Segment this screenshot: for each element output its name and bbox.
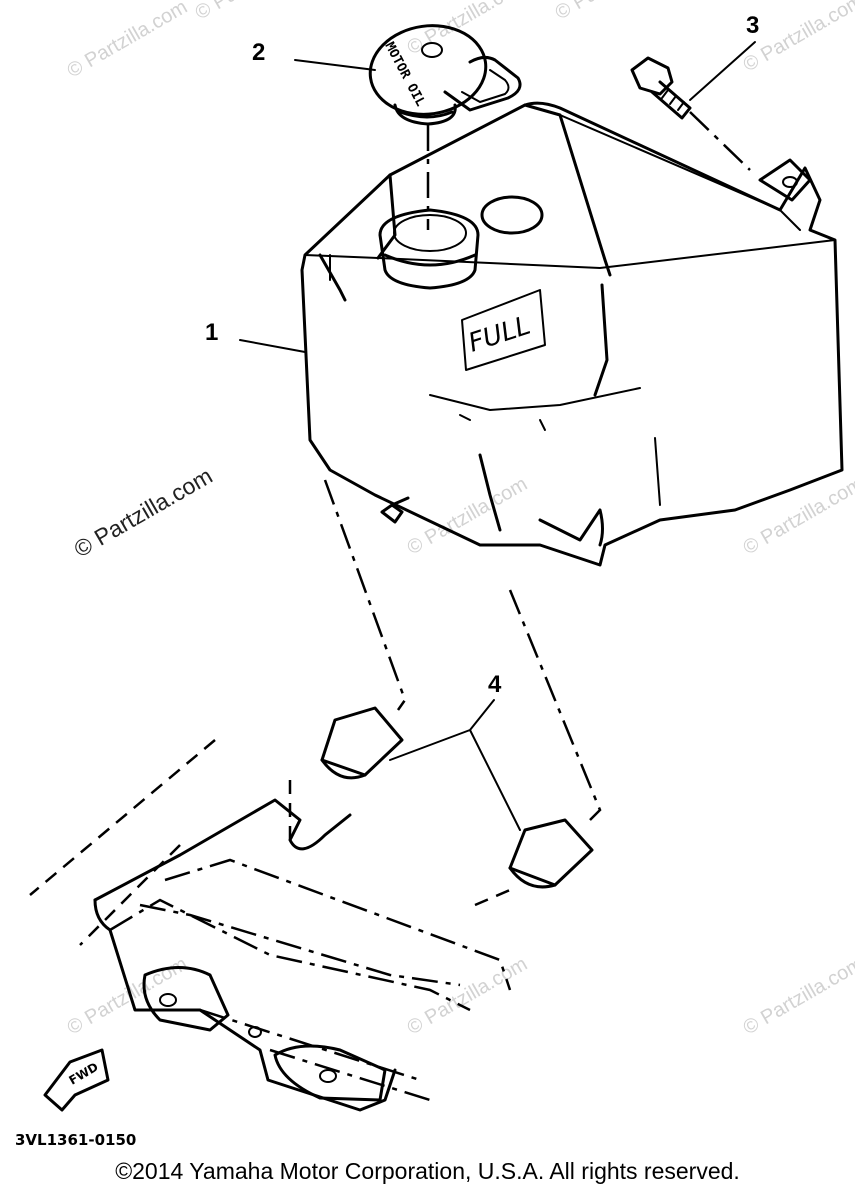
watermark: © Partzilla.com bbox=[740, 953, 855, 1039]
front-label: FWD bbox=[67, 1060, 101, 1088]
leader-line-4 bbox=[389, 699, 521, 831]
leader-line-3 bbox=[689, 41, 756, 101]
watermark-main: © Partzilla.com bbox=[70, 462, 217, 562]
diagram-ref-code: 3VL1361-0150 bbox=[15, 1131, 136, 1149]
assembly-line-left bbox=[323, 479, 407, 711]
damper-b bbox=[508, 818, 594, 889]
callout-4: 4 bbox=[488, 671, 502, 698]
damper-a bbox=[320, 706, 404, 780]
watermark: © Partzilla.com bbox=[192, 0, 320, 24]
leader-line-2 bbox=[294, 59, 376, 71]
callout-1: 1 bbox=[205, 319, 218, 346]
watermark: © Partzilla.com bbox=[64, 0, 192, 82]
assembly-line-bolt bbox=[689, 111, 751, 171]
callout-3: 3 bbox=[746, 12, 759, 39]
callout-2: 2 bbox=[252, 39, 265, 66]
bolt bbox=[630, 56, 692, 120]
leader-line-1 bbox=[239, 339, 306, 353]
oil-tank: FULL bbox=[300, 101, 844, 567]
watermark: © Partzilla.com bbox=[552, 0, 680, 24]
watermark: © Partzilla.com bbox=[64, 953, 192, 1039]
copyright-notice: ©2014 Yamaha Motor Corporation, U.S.A. A… bbox=[115, 1158, 740, 1184]
watermark: © Partzilla.com bbox=[404, 953, 532, 1039]
front-arrow-icon: FWD bbox=[43, 1048, 110, 1112]
assembly-line-right bbox=[508, 589, 602, 821]
frame-bracket bbox=[29, 739, 512, 1112]
